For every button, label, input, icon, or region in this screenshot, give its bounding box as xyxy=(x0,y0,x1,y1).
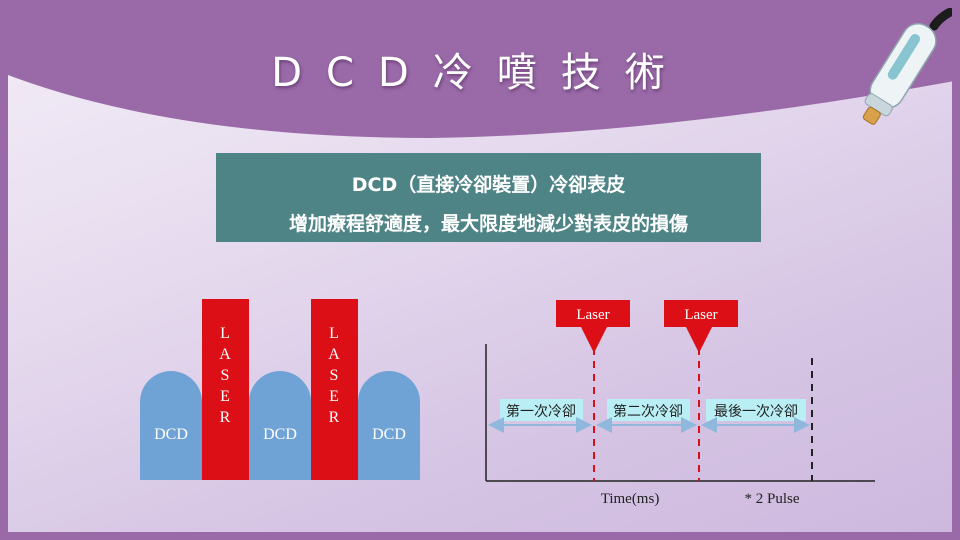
info-line-1: DCD（直接冷卻裝置）冷卻表皮 xyxy=(351,174,626,196)
phase-label-3: 最後一次冷卻 xyxy=(714,404,798,420)
laser-tag-box-2 xyxy=(664,300,738,327)
pulse-note: * 2 Pulse xyxy=(744,491,799,507)
phase-label-2: 第二次冷卻 xyxy=(613,403,683,420)
phase-label-1: 第一次冷卻 xyxy=(506,403,576,420)
phase-label-bg-2 xyxy=(607,399,690,421)
dcd-label-3: DCD xyxy=(372,426,406,443)
laser-tag-2: Laser xyxy=(684,307,717,323)
dcd-label-2: DCD xyxy=(263,426,297,443)
dcd-shape-1 xyxy=(140,371,202,480)
phase-label-bg-1 xyxy=(500,399,583,421)
title-banner xyxy=(0,0,960,138)
laser-bar-2 xyxy=(311,299,358,480)
dcd-shape-3 xyxy=(358,371,420,480)
page-title: DCD冷噴技術 xyxy=(271,50,689,96)
info-box: DCD（直接冷卻裝置）冷卻表皮 增加療程舒適度，最大限度地減少對表皮的損傷 xyxy=(216,153,761,242)
handpiece-icon xyxy=(862,3,960,125)
dcd-label-1: DCD xyxy=(154,426,188,443)
timing-diagram: Laser Laser 第一次冷卻 第二次冷卻 最後一次冷卻 Time(ms) … xyxy=(485,300,875,507)
laser-tag-box-1 xyxy=(556,300,630,327)
laser-tag-1: Laser xyxy=(576,307,609,323)
laser-bar-1 xyxy=(202,299,249,480)
x-axis-label: Time(ms) xyxy=(601,491,660,507)
info-line-2: 增加療程舒適度，最大限度地減少對表皮的損傷 xyxy=(288,213,688,235)
phase-label-bg-3 xyxy=(706,399,806,421)
dcd-shape-2 xyxy=(249,371,311,480)
